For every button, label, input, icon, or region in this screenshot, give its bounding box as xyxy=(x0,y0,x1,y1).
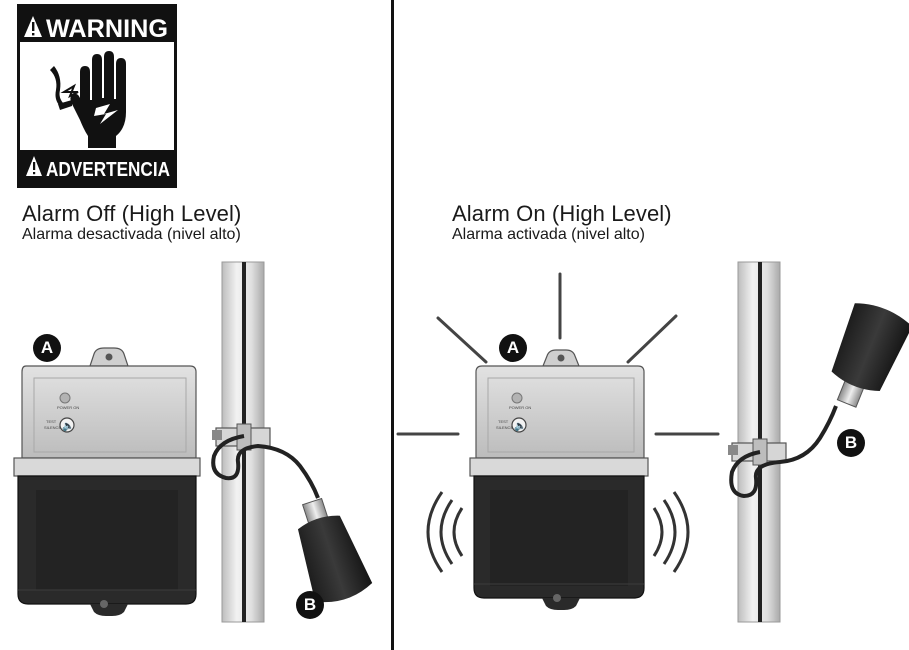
left-caption-es: Alarma desactivada (nivel alto) xyxy=(22,226,241,243)
electric-shock-hand-icon xyxy=(50,51,126,148)
right-alarm-rays xyxy=(396,272,720,436)
right-float-switch xyxy=(831,303,909,408)
advertencia-text: ADVERTENCIA xyxy=(46,159,170,181)
left-silence-button[interactable] xyxy=(59,417,75,433)
right-power-led xyxy=(511,392,523,404)
warning-text: WARNING xyxy=(46,15,168,43)
right-device-label-badge: A xyxy=(499,334,527,362)
right-speaker-icon: 🔈 xyxy=(514,421,526,432)
right-test-label: TEST xyxy=(498,419,509,424)
center-divider xyxy=(391,0,394,650)
left-power-led xyxy=(59,392,71,404)
right-silence-label: SILENCE xyxy=(496,425,514,430)
right-float-cord xyxy=(729,405,838,499)
left-float-switch xyxy=(297,497,373,603)
left-device-label-badge: A xyxy=(33,334,61,362)
left-caption: Alarm Off (High Level) Alarma desactivad… xyxy=(22,203,241,243)
right-power-label: POWER ON xyxy=(509,405,532,410)
left-speaker-icon: 🔈 xyxy=(62,421,74,432)
right-sound-waves-icon xyxy=(426,491,690,573)
left-caption-en: Alarm Off (High Level) xyxy=(22,201,242,226)
advertencia-triangle-icon xyxy=(26,156,42,176)
right-float-label-badge: B xyxy=(837,429,865,457)
right-alarm-device: 🔈 xyxy=(469,349,649,610)
left-float-label-badge: B xyxy=(296,591,324,619)
left-alarm-device: 🔈 xyxy=(13,347,201,616)
warning-sign: WARNING ADVERTENCIA xyxy=(17,4,177,188)
right-caption-en: Alarm On (High Level) xyxy=(452,201,672,226)
right-panel: 🔈 xyxy=(396,261,909,623)
right-caption-es: Alarma activada (nivel alto) xyxy=(452,226,645,243)
left-float-cord xyxy=(211,434,320,499)
left-power-label: POWER ON xyxy=(57,405,80,410)
right-caption: Alarm On (High Level) Alarma activada (n… xyxy=(452,203,672,243)
left-panel: 🔈 xyxy=(13,261,373,623)
left-test-label: TEST xyxy=(46,419,57,424)
left-silence-label: SILENCE xyxy=(44,425,62,430)
warning-triangle-icon xyxy=(24,16,42,37)
right-silence-button[interactable] xyxy=(511,417,527,433)
